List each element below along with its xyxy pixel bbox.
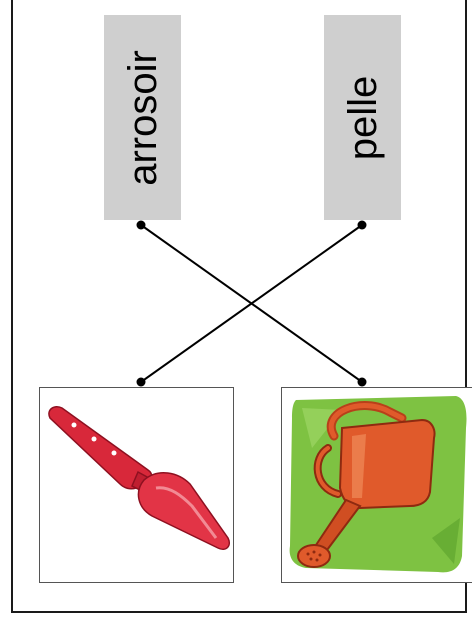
- connector-dot-pelle[interactable]: [357, 220, 367, 230]
- connector-dot-arrosoir[interactable]: [136, 220, 146, 230]
- watering-can-icon: [289, 396, 467, 573]
- picture-card-watering-can[interactable]: [281, 387, 472, 583]
- picture-card-trowel[interactable]: [39, 387, 234, 583]
- word-card-pelle[interactable]: pelle: [324, 15, 401, 220]
- connector-dot-watering-can[interactable]: [357, 377, 367, 387]
- trowel-icon: [48, 406, 230, 550]
- connector-dot-trowel[interactable]: [136, 377, 146, 387]
- connection-line-pelle-to-trowel: [140, 224, 363, 383]
- word-card-arrosoir[interactable]: arrosoir: [104, 15, 181, 220]
